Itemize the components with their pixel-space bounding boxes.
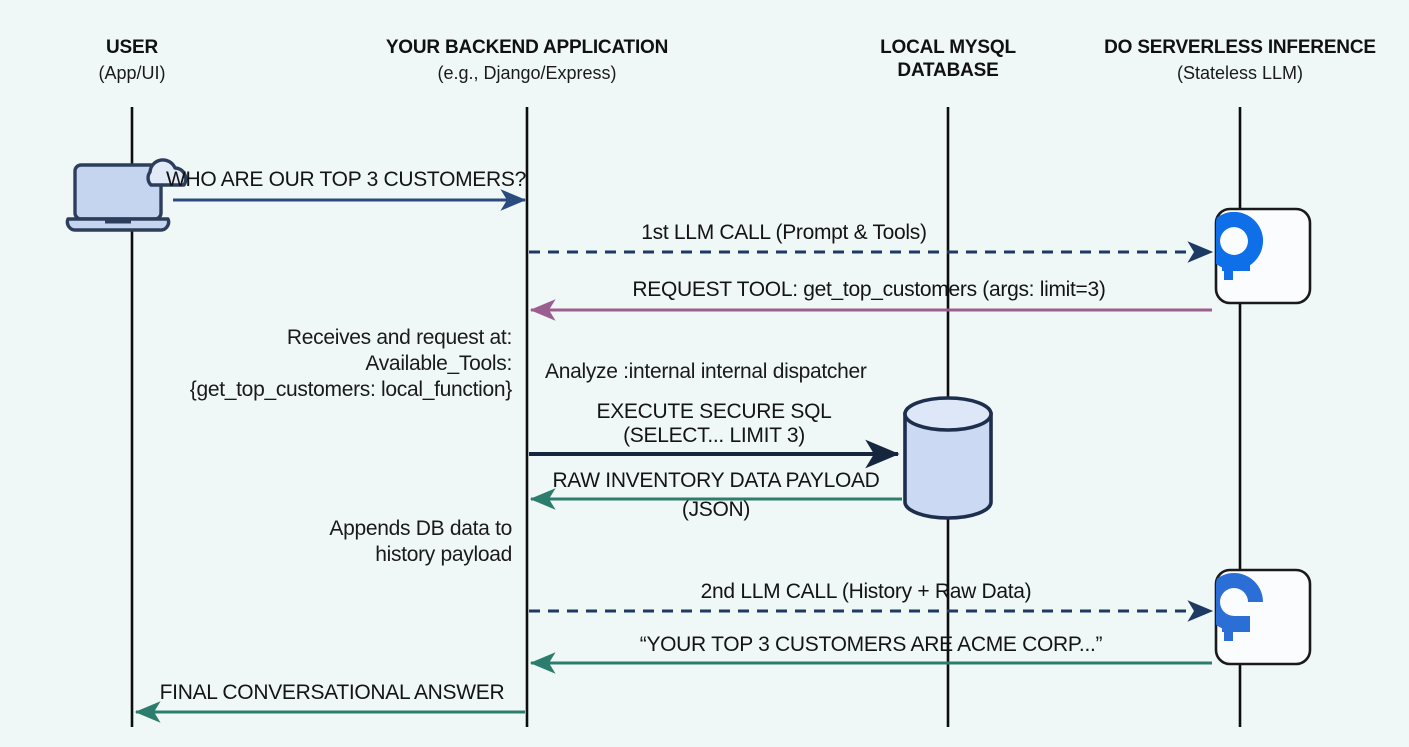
message-label-3: REQUEST TOOL: get_top_customers (args: l…	[632, 278, 1105, 301]
message-2nd-llm-call[interactable]: 2nd LLM CALL (History + Raw Data)	[529, 580, 1214, 622]
message-who-are-our-top-3-customers[interactable]: WHO ARE OUR TOP 3 CUSTOMERS?	[166, 168, 526, 211]
note-analyze-dispatcher: Analyze :internal internal dispatcher	[545, 360, 867, 383]
message-execute-secure-sql[interactable]: EXECUTE SECURE SQL (SELECT... LIMIT 3)	[529, 400, 900, 469]
lane-title-backend: YOUR BACKEND APPLICATION	[386, 37, 668, 58]
note-2-line-1: Analyze :internal internal dispatcher	[545, 360, 867, 383]
lane-title-llm: DO SERVERLESS INFERENCE	[1104, 37, 1376, 58]
message-label-8: FINAL CONVERSATIONAL ANSWER	[160, 681, 505, 704]
message-label-4-line-1: EXECUTE SECURE SQL	[597, 400, 832, 423]
database-cylinder-icon	[903, 396, 993, 520]
note-appends-db-data: Appends DB data to history payload	[329, 517, 512, 566]
message-label-1: WHO ARE OUR TOP 3 CUSTOMERS?	[166, 168, 526, 191]
message-label-4-line-2: (SELECT... LIMIT 3)	[623, 424, 805, 447]
lane-subtitle-backend: (e.g., Django/Express)	[437, 63, 616, 83]
lane-title-mysql: LOCAL MYSQL	[880, 37, 1016, 58]
message-label-5-line-1: RAW INVENTORY DATA PAYLOAD	[552, 469, 879, 492]
lane-header-user: USER (App/UI)	[98, 37, 165, 83]
message-label-2: 1st LLM CALL (Prompt & Tools)	[641, 221, 926, 244]
lane-subtitle-llm: (Stateless LLM)	[1177, 63, 1303, 83]
message-raw-inventory-data-payload[interactable]: RAW INVENTORY DATA PAYLOAD (JSON)	[529, 469, 902, 521]
lane-title-user: USER	[106, 37, 158, 58]
laptop-cloud-icon	[65, 158, 188, 232]
note-1-line-1: Receives and request at:	[287, 326, 512, 349]
note-1-line-2: Available_Tools:	[365, 352, 512, 375]
note-3-line-1: Appends DB data to	[329, 517, 512, 540]
lane-header-llm: DO SERVERLESS INFERENCE (Stateless LLM)	[1104, 37, 1376, 83]
message-request-tool[interactable]: REQUEST TOOL: get_top_customers (args: l…	[529, 278, 1212, 321]
message-your-top-3-customers-are-acme-corp[interactable]: “YOUR TOP 3 CUSTOMERS ARE ACME CORP...”	[529, 633, 1212, 674]
note-3-line-2: history payload	[375, 543, 512, 566]
digitalocean-logo-icon-2	[1214, 568, 1312, 666]
note-1-line-3: {get_top_customers: local_function}	[190, 378, 513, 401]
lane-title-mysql-line2: DATABASE	[897, 60, 998, 81]
lane-header-backend: YOUR BACKEND APPLICATION (e.g., Django/E…	[386, 37, 669, 83]
message-label-7: “YOUR TOP 3 CUSTOMERS ARE ACME CORP...”	[640, 633, 1103, 656]
message-label-6: 2nd LLM CALL (History + Raw Data)	[701, 580, 1032, 603]
message-1st-llm-call[interactable]: 1st LLM CALL (Prompt & Tools)	[529, 221, 1214, 263]
message-final-conversational-answer[interactable]: FINAL CONVERSATIONAL ANSWER	[134, 681, 525, 723]
digitalocean-logo-icon-1	[1214, 207, 1312, 305]
lane-header-mysql: LOCAL MYSQL DATABASE	[880, 37, 1017, 81]
message-label-5-line-2: (JSON)	[682, 498, 750, 521]
note-receives-request: Receives and request at: Available_Tools…	[190, 326, 513, 401]
lane-subtitle-user: (App/UI)	[98, 63, 165, 83]
